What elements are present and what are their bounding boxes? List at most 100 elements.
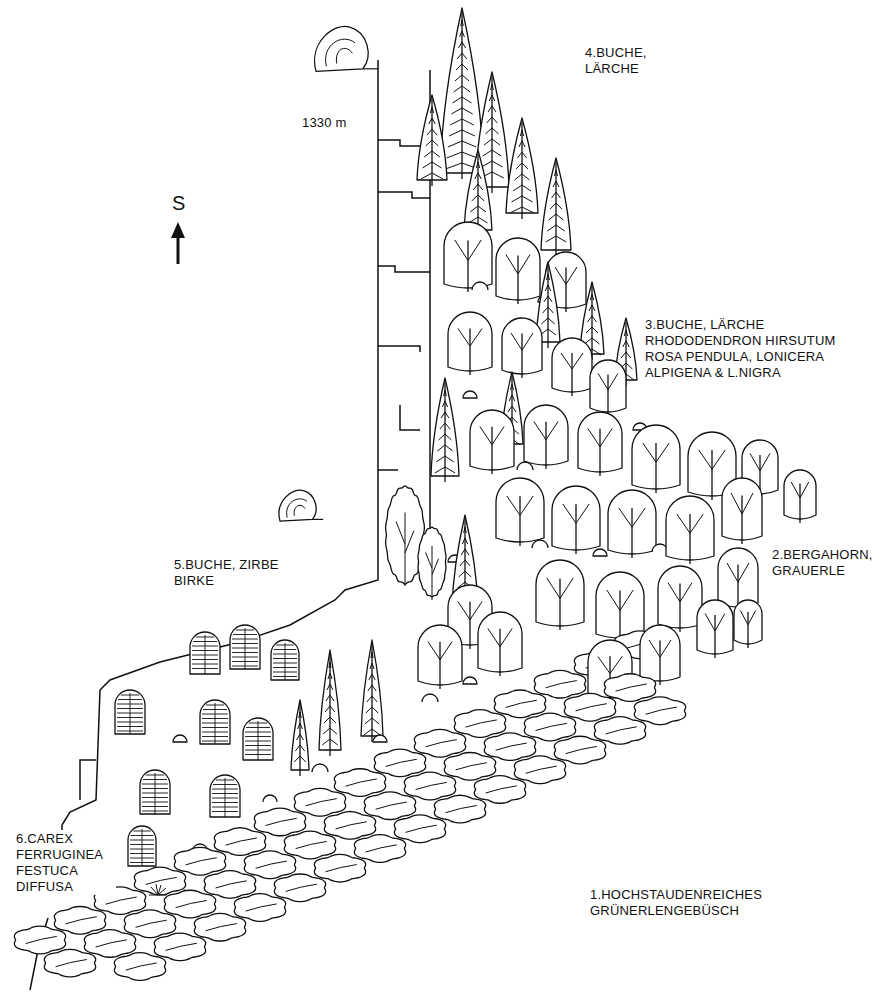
bush-symbol <box>394 815 445 843</box>
zirbe-axis <box>245 628 246 669</box>
alder-bush <box>204 871 255 899</box>
zirbe-crown <box>230 625 260 669</box>
beech-stem <box>363 68 379 69</box>
conifer-trunk <box>491 76 492 193</box>
deciduous-trunk <box>659 641 660 685</box>
alder-bush <box>154 933 205 961</box>
alder-midrib <box>386 759 417 766</box>
deciduous-trunk <box>575 504 576 554</box>
alder-bush <box>194 913 245 941</box>
shrub-symbol <box>463 677 477 684</box>
alder-midrib <box>326 865 357 872</box>
alder-midrib <box>186 858 217 865</box>
species-label: 4.BUCHE, LÄRCHE <box>583 44 667 78</box>
alder-midrib <box>486 786 517 793</box>
decid-symbol <box>658 566 702 632</box>
shrub-symbol <box>463 677 477 684</box>
bush-symbol <box>604 674 655 702</box>
alder-midrib <box>456 763 487 770</box>
bush-symbol <box>54 906 105 934</box>
bush-symbol <box>484 733 535 761</box>
bush-symbol <box>194 913 245 941</box>
bush-symbol <box>474 776 525 804</box>
zirbe-symbol <box>200 700 230 744</box>
shrub-symbol <box>173 735 187 742</box>
bush-symbol <box>244 851 295 879</box>
decid-symbol <box>524 405 568 469</box>
alder-midrib <box>226 838 257 845</box>
bush-symbol <box>354 835 405 863</box>
alder-bush <box>444 752 495 780</box>
conifer-symbol <box>541 158 571 256</box>
species-label: 2.BERGAHORN, GRAUERLE <box>770 546 884 580</box>
alder-midrib <box>216 881 247 888</box>
bush-symbol <box>324 812 375 840</box>
deciduous-trunk <box>711 450 712 500</box>
alder-bush <box>394 815 445 843</box>
alder-midrib <box>336 822 367 829</box>
alder-bush <box>164 890 215 918</box>
conifer-branches <box>421 107 443 179</box>
alder-bush <box>364 792 415 820</box>
conifer-branches <box>294 712 306 762</box>
deciduous-branches <box>649 640 671 657</box>
alder-midrib <box>346 779 377 786</box>
bush-symbol <box>594 717 645 745</box>
decid-symbol <box>470 410 514 474</box>
alder-midrib <box>446 806 477 813</box>
conifer-trunk <box>461 12 462 179</box>
decid-symbol <box>418 625 462 689</box>
shrub-symbol <box>422 694 438 702</box>
zirbe-axis <box>205 635 206 674</box>
deciduous-branches <box>547 578 573 598</box>
beech-branch <box>294 505 305 516</box>
deciduous-trunk <box>689 514 690 564</box>
beech-branch <box>336 48 352 63</box>
zirbe-crown <box>210 775 240 817</box>
bush-symbol <box>314 854 365 882</box>
alder-bush <box>234 894 285 922</box>
deciduous-branches <box>588 429 612 447</box>
birch-branches <box>396 513 414 587</box>
deciduous-branches <box>563 504 589 523</box>
grass-tuft <box>149 884 167 895</box>
bush-symbol <box>514 756 565 784</box>
bush-symbol <box>404 772 455 800</box>
deciduous-trunk <box>469 329 470 376</box>
alder-bush <box>274 874 325 902</box>
zirbe-crown <box>140 770 170 814</box>
conifer-branches <box>322 662 338 745</box>
deciduous-branches <box>561 353 583 369</box>
alder-midrib <box>166 943 197 950</box>
rock-ledge <box>378 192 430 198</box>
deciduous-branches <box>458 602 482 620</box>
deciduous-trunk <box>467 241 468 292</box>
bush-symbol <box>204 871 255 899</box>
zirbe-symbol <box>190 632 220 674</box>
deciduous-trunk <box>607 374 608 416</box>
conifer-trunk <box>521 122 522 219</box>
conifer-symbol <box>506 118 538 219</box>
alder-bush <box>254 808 305 836</box>
deciduous-branches <box>731 493 753 514</box>
alder-midrib <box>426 740 457 747</box>
conifer-symbol <box>319 650 341 756</box>
conifer-branches <box>546 170 566 242</box>
alder-midrib <box>546 681 577 688</box>
bush-symbol <box>524 713 575 741</box>
deciduous-trunk <box>599 429 600 476</box>
decid-symbol <box>536 560 584 630</box>
bush-symbol <box>554 736 605 764</box>
decid-symbol <box>552 338 592 396</box>
deciduous-trunk <box>499 629 500 676</box>
alder-midrib <box>286 884 317 891</box>
conifer-symbol <box>431 378 459 482</box>
bush-symbol <box>164 890 215 918</box>
alder-midrib <box>296 841 327 848</box>
deciduous-branches <box>555 267 577 284</box>
beech-crown <box>315 26 369 71</box>
deciduous-branches <box>511 333 533 350</box>
deciduous-branches <box>677 514 703 533</box>
zirbe-symbol <box>271 640 299 680</box>
